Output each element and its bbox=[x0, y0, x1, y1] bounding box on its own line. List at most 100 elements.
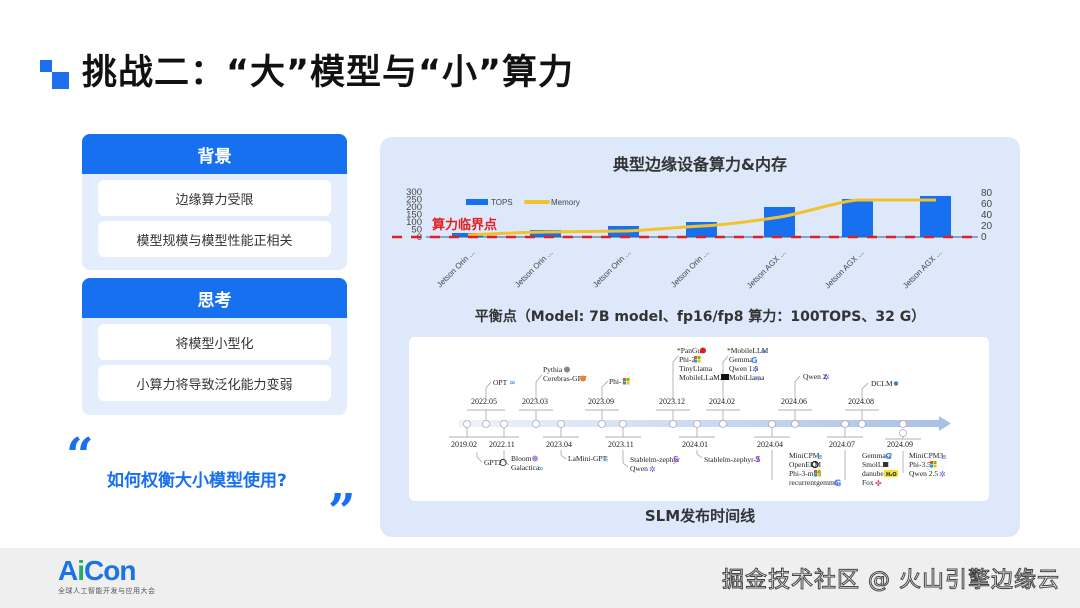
svg-text:Fox: Fox bbox=[862, 478, 874, 487]
bloom-icon bbox=[532, 455, 538, 462]
svg-text:Memory: Memory bbox=[551, 198, 580, 207]
logo-subtitle: 全球人工智能开发与应用大会 bbox=[58, 587, 156, 595]
key-question: 如何权衡大小模型使用? bbox=[107, 471, 287, 491]
svg-text:2023.09: 2023.09 bbox=[588, 397, 614, 406]
svg-text:50: 50 bbox=[411, 225, 422, 236]
svg-text:OpenELM: OpenELM bbox=[789, 460, 821, 469]
thinking-item: 小算力将导致泛化能力变弱 bbox=[98, 365, 331, 401]
meta-icon: ∞ bbox=[537, 464, 544, 473]
svg-text:300: 300 bbox=[406, 187, 422, 198]
thinking-card-header: 思考 bbox=[82, 278, 347, 318]
svg-text:MiniCPM: MiniCPM bbox=[789, 451, 820, 460]
timeline-caption: SLM发布时间线 bbox=[644, 507, 756, 525]
footer: AiCon 全球人工智能开发与应用大会 掘金技术社区 @ 火山引擎边缘云 bbox=[0, 548, 1080, 608]
title-square-icon bbox=[38, 54, 74, 92]
left-axis: 300 250 200 150 100 50 0 bbox=[406, 187, 422, 243]
timeline-graphic: 2022.05 OPT ∞ 2023.03 Pythia Cerebras-GP… bbox=[449, 346, 951, 489]
svg-text:Qwen 1.5: Qwen 1.5 bbox=[729, 364, 758, 373]
svg-text:Qwen 2.5: Qwen 2.5 bbox=[909, 469, 938, 478]
thinking-card: 思考 将模型小型化 小算力将导致泛化能力变弱 bbox=[82, 278, 347, 415]
legend-memory-swatch bbox=[524, 200, 550, 204]
svg-text:danube3: danube3 bbox=[862, 469, 888, 478]
lamini-icon: ≋ bbox=[602, 455, 609, 464]
page-title: 挑战二：“大”模型与“小”算力 bbox=[82, 53, 575, 93]
svg-text:Jetson Orin ...: Jetson Orin ... bbox=[513, 248, 555, 290]
google-icon: G bbox=[834, 479, 841, 489]
svg-text:60: 60 bbox=[981, 199, 993, 210]
right-panel: 典型边缘设备算力&内存 300 250 200 150 100 50 0 80 … bbox=[380, 137, 1020, 537]
svg-text:100: 100 bbox=[406, 217, 422, 228]
svg-text:recurrentgemma: recurrentgemma bbox=[789, 478, 839, 487]
meta-icon: ∞ bbox=[760, 347, 767, 356]
svg-text:Gemma-2: Gemma-2 bbox=[862, 451, 892, 460]
background-card: 背景 边缘算力受限 模型规模与模型性能正相关 bbox=[82, 134, 347, 270]
timeline-above: 2022.05 OPT ∞ 2023.03 Pythia Cerebras-GP… bbox=[471, 346, 899, 406]
svg-text:2024.09: 2024.09 bbox=[887, 440, 913, 449]
svg-text:80: 80 bbox=[981, 188, 993, 199]
fox-icon: ✤ bbox=[875, 479, 882, 488]
stability-icon: S bbox=[755, 455, 761, 464]
microsoft-icon bbox=[814, 470, 821, 477]
svg-text:2023.04: 2023.04 bbox=[546, 440, 572, 449]
microsoft-icon bbox=[930, 461, 937, 468]
slm-timeline: 2022.05 OPT ∞ 2023.03 Pythia Cerebras-GP… bbox=[409, 337, 989, 501]
google-icon: G bbox=[751, 356, 758, 365]
mobillama-icon: ≋ bbox=[754, 374, 761, 383]
svg-text:MiniCPM3: MiniCPM3 bbox=[909, 451, 943, 460]
threshold-label: 算力临界点 bbox=[432, 217, 497, 233]
huawei-icon bbox=[700, 347, 706, 354]
x-axis-labels: Jetson Orin ... Jetson Orin ... Jetson O… bbox=[435, 248, 944, 291]
svg-text:Phi-3.5: Phi-3.5 bbox=[909, 460, 931, 469]
svg-text:Phi-1: Phi-1 bbox=[609, 377, 626, 386]
svg-text:Phi-3-mini: Phi-3-mini bbox=[789, 469, 822, 478]
title-row: 挑战二：“大”模型与“小”算力 bbox=[38, 50, 574, 96]
huggingface-icon bbox=[883, 462, 888, 467]
watermark: 掘金技术社区 @ 火山引擎边缘云 bbox=[722, 568, 1060, 594]
svg-text:SmolLM: SmolLM bbox=[862, 460, 889, 469]
mbzuai-icon bbox=[721, 374, 729, 380]
h2o-icon bbox=[884, 470, 898, 477]
svg-text:GPT2: GPT2 bbox=[484, 458, 502, 467]
svg-text:Phi-2: Phi-2 bbox=[679, 355, 696, 364]
svg-text:Jetson AGX ...: Jetson AGX ... bbox=[823, 248, 866, 291]
background-item: 边缘算力受限 bbox=[98, 180, 331, 216]
svg-text:Stablelm-zephyr: Stablelm-zephyr bbox=[630, 455, 680, 464]
svg-text:2022.11: 2022.11 bbox=[489, 440, 515, 449]
svg-text:Jetson Orin ...: Jetson Orin ... bbox=[435, 248, 477, 290]
svg-text:Jetson AGX ...: Jetson AGX ... bbox=[745, 248, 788, 291]
qwen-icon: ✲ bbox=[752, 365, 759, 374]
svg-text:Galactica: Galactica bbox=[511, 463, 540, 472]
dclm-icon bbox=[893, 381, 899, 386]
svg-text:MobiLlama: MobiLlama bbox=[729, 373, 765, 382]
svg-text:DCLM: DCLM bbox=[871, 379, 893, 388]
svg-text:2024.01: 2024.01 bbox=[682, 440, 708, 449]
svg-text:*PanGu: *PanGu bbox=[677, 346, 701, 355]
svg-text:H₂O: H₂O bbox=[886, 472, 897, 478]
minicpm-icon: ≡ bbox=[817, 453, 823, 461]
svg-text:TinyLlama: TinyLlama bbox=[679, 364, 713, 373]
svg-text:Pythia: Pythia bbox=[543, 365, 563, 374]
background-card-header: 背景 bbox=[82, 134, 347, 174]
qwen-icon: ✲ bbox=[823, 373, 830, 382]
open-quote-icon: “ bbox=[66, 428, 94, 484]
cerebras-icon bbox=[580, 375, 586, 382]
svg-text:Qwen 2: Qwen 2 bbox=[803, 372, 827, 381]
microsoft-icon bbox=[694, 356, 701, 363]
svg-text:2024.04: 2024.04 bbox=[757, 440, 783, 449]
qwen-icon: ✲ bbox=[939, 470, 946, 479]
svg-text:Jetson AGX ...: Jetson AGX ... bbox=[901, 248, 944, 291]
svg-text:OPT: OPT bbox=[493, 378, 508, 387]
svg-text:Cerebras-GPT: Cerebras-GPT bbox=[543, 374, 587, 383]
svg-text:250: 250 bbox=[406, 195, 422, 206]
svg-text:2023.12: 2023.12 bbox=[659, 397, 685, 406]
svg-text:Bloom: Bloom bbox=[511, 454, 532, 463]
svg-text:Jetson Orin ...: Jetson Orin ... bbox=[591, 248, 633, 290]
svg-text:Stablelm-zephyr-2: Stablelm-zephyr-2 bbox=[704, 455, 760, 464]
svg-text:20: 20 bbox=[981, 221, 993, 232]
balance-point-text: 平衡点（Model: 7B model、fp16/fp8 算力：100TOPS、… bbox=[474, 309, 926, 325]
svg-text:2024.07: 2024.07 bbox=[829, 440, 855, 449]
svg-text:LaMini-GPT: LaMini-GPT bbox=[568, 454, 608, 463]
right-axis: 80 60 40 20 0 bbox=[981, 188, 993, 243]
svg-text:Gemma: Gemma bbox=[729, 355, 753, 364]
